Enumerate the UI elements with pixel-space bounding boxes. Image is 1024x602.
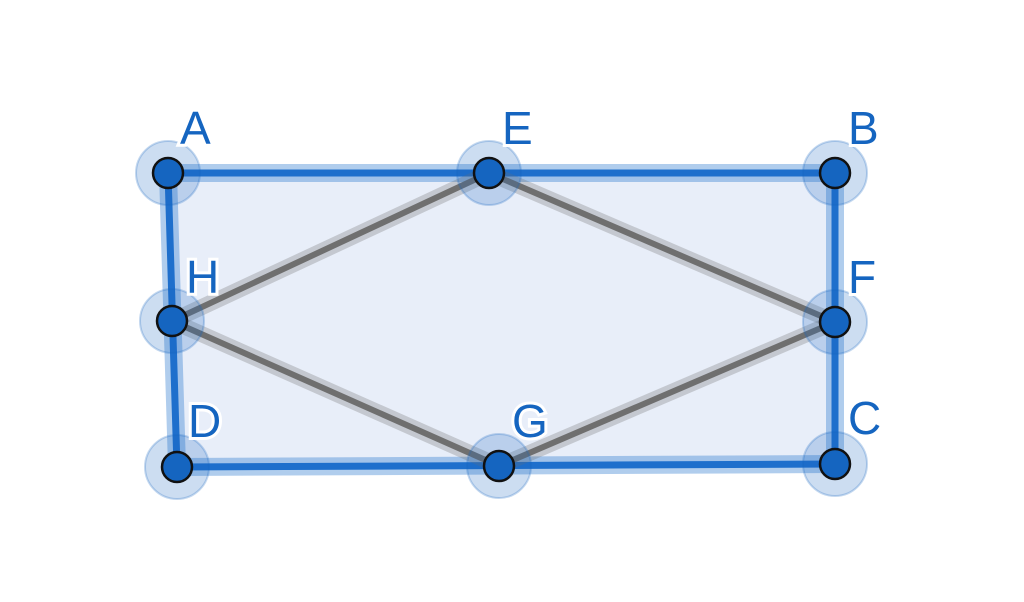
point-c-dot[interactable] <box>818 447 852 481</box>
point-f[interactable]: F <box>802 248 879 355</box>
point-g-dot[interactable] <box>482 449 516 483</box>
points: A E B H F D <box>135 99 884 500</box>
point-h[interactable]: H <box>139 248 222 354</box>
segment-fg[interactable] <box>496 319 838 469</box>
segment-he[interactable] <box>169 170 492 324</box>
point-f-dot[interactable] <box>818 305 852 339</box>
point-e[interactable]: E <box>456 99 536 206</box>
point-c-label: C <box>848 392 881 444</box>
point-d[interactable]: D <box>144 392 224 500</box>
outer-quadrilateral-fill <box>168 173 835 467</box>
point-a[interactable]: A <box>135 99 214 206</box>
point-h-label: H <box>186 251 219 303</box>
point-f-label: F <box>848 251 876 303</box>
point-g-label: G <box>512 395 548 447</box>
segment-ef[interactable] <box>486 170 838 325</box>
point-e-label: E <box>502 102 533 154</box>
point-d-label: D <box>188 395 221 447</box>
point-b-label: B <box>848 102 879 154</box>
inner-quadrilateral <box>164 165 843 474</box>
point-c[interactable]: C <box>802 389 884 497</box>
point-a-label: A <box>180 102 211 154</box>
point-b[interactable]: B <box>802 99 882 206</box>
point-d-dot[interactable] <box>160 450 194 484</box>
point-a-dot[interactable] <box>151 156 185 190</box>
outer-quadrilateral <box>159 164 844 476</box>
point-g[interactable]: G <box>466 392 551 499</box>
point-b-dot[interactable] <box>818 156 852 190</box>
segment-gh[interactable] <box>169 318 502 469</box>
point-h-dot[interactable] <box>155 304 189 338</box>
point-e-dot[interactable] <box>472 156 506 190</box>
